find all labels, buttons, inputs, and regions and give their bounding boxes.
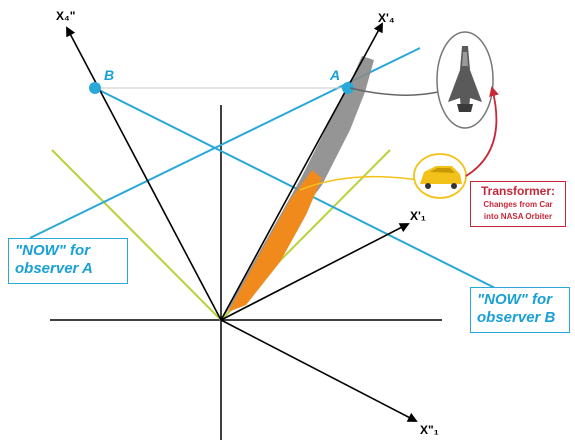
worldline-orange (228, 170, 322, 312)
transform-arrow (465, 86, 499, 177)
connector-worldline-to-car (299, 175, 419, 191)
label-x4-prime: X'₄ (378, 11, 395, 25)
label-x4-double-prime: X₄" (56, 9, 75, 23)
space-shuttle-icon (436, 31, 494, 129)
label-x1-double-prime: X"₁ (420, 423, 439, 437)
point-a (342, 82, 354, 94)
now-b-line1: "NOW" for (477, 291, 553, 308)
label-x1-prime: X'₁ (410, 209, 426, 223)
light-cone-left (51, 149, 222, 321)
now-a-line1: "NOW" for (15, 242, 91, 259)
transformer-line2: into NASA Orbiter (483, 212, 553, 221)
yellow-car-icon (413, 153, 467, 199)
connector-a-to-shuttle (349, 87, 439, 96)
transformer-label: Transformer: Changes from Car into NASA … (470, 181, 566, 227)
now-b-line2: observer B (477, 309, 556, 326)
transformer-line1: Changes from Car (483, 200, 553, 209)
axis-x1-prime (220, 223, 410, 321)
point-b (89, 82, 101, 94)
point-a-label: A (329, 67, 340, 83)
axis-x1-double-prime (220, 319, 418, 422)
worldline-gray (221, 56, 374, 320)
axis-x4-prime (220, 22, 383, 321)
axis-x4-double-prime (66, 26, 222, 321)
point-b-label: B (104, 67, 114, 83)
now-label-observer-b: "NOW" for observer B (470, 287, 570, 333)
transformer-title: Transformer: (480, 184, 556, 198)
now-label-observer-a: "NOW" for observer A (8, 238, 128, 284)
now-a-line2: observer A (15, 260, 93, 277)
